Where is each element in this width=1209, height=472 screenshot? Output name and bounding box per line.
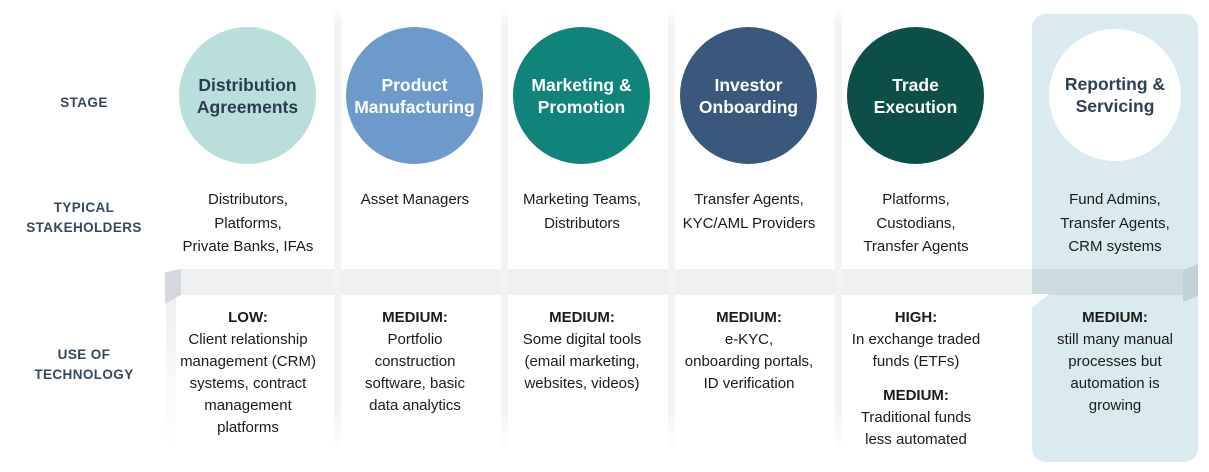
technology-level: MEDIUM: bbox=[1082, 309, 1148, 326]
stakeholders-text: Asset Managers bbox=[360, 191, 470, 208]
column-divider bbox=[668, 8, 675, 452]
process-ribbon-segment bbox=[508, 269, 668, 295]
technology-group: MEDIUM:e-KYC,onboarding portals,ID verif… bbox=[663, 307, 835, 395]
column-divider bbox=[166, 297, 176, 447]
stage-circle-reporting-servicing: Reporting &Servicing bbox=[1049, 29, 1181, 161]
stakeholders-text: Marketing Teams,Distributors bbox=[522, 191, 642, 232]
process-ribbon-segment bbox=[675, 269, 835, 295]
row-label-stage: STAGE bbox=[60, 95, 108, 110]
technology-level: HIGH: bbox=[894, 309, 938, 326]
process-ribbon-segment bbox=[181, 269, 334, 295]
process-ribbon-left-cap bbox=[165, 269, 181, 304]
stakeholders-text: Fund Admins,Transfer Agents,CRM systems bbox=[1060, 191, 1170, 255]
technology-text: MEDIUM:Some digital tools(email marketin… bbox=[496, 307, 668, 407]
technology-level: LOW: bbox=[228, 309, 268, 326]
technology-level: MEDIUM: bbox=[883, 387, 949, 404]
process-ribbon-segment bbox=[341, 269, 501, 295]
technology-text: MEDIUM:e-KYC,onboarding portals,ID verif… bbox=[663, 307, 835, 407]
stage-label: Reporting &Servicing bbox=[1064, 74, 1166, 116]
technology-level: MEDIUM: bbox=[549, 309, 615, 326]
process-ribbon-segment bbox=[1032, 269, 1183, 295]
process-ribbon-segment bbox=[842, 269, 1032, 295]
row-label-typical-stakeholders: TYPICAL STAKEHOLDERS bbox=[26, 200, 142, 235]
technology-group: MEDIUM:Some digital tools(email marketin… bbox=[496, 307, 668, 395]
process-ribbon-right-cap bbox=[1183, 264, 1198, 302]
technology-level: MEDIUM: bbox=[382, 309, 448, 326]
stakeholders-text: Transfer Agents,KYC/AML Providers bbox=[682, 191, 816, 232]
stage-circle-marketing-promotion: Marketing &Promotion bbox=[513, 27, 650, 164]
stakeholders-text: Platforms,Custodians,Transfer Agents bbox=[863, 191, 969, 255]
stage-label: Marketing &Promotion bbox=[531, 74, 632, 117]
stakeholders-text: Distributors,Platforms,Private Banks, IF… bbox=[182, 191, 314, 255]
column-divider bbox=[501, 8, 508, 452]
column-divider bbox=[334, 8, 341, 452]
column-divider bbox=[835, 8, 842, 452]
row-label-use-of-technology: USE OF TECHNOLOGY bbox=[34, 347, 134, 382]
technology-level: MEDIUM: bbox=[716, 309, 782, 326]
